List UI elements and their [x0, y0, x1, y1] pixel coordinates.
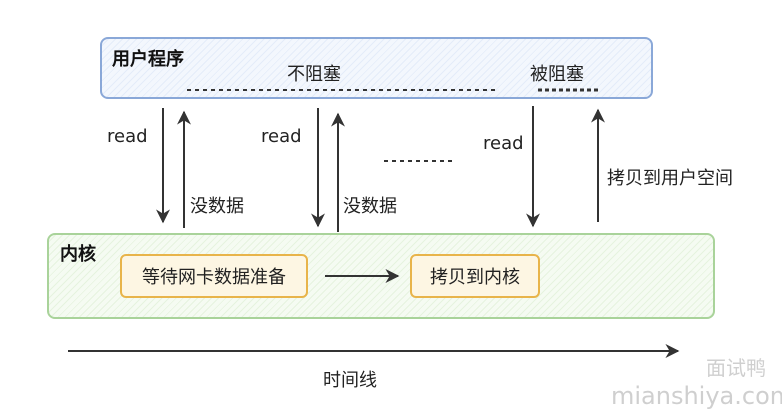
no-data-label-1: 没数据	[190, 196, 244, 217]
watermark-site: mianshiya.com	[611, 382, 782, 410]
kernel-title: 内核	[60, 244, 96, 265]
blocked-label: 被阻塞	[530, 64, 584, 85]
copy-to-user-label: 拷贝到用户空间	[607, 168, 733, 189]
copy-to-kernel-step: 拷贝到内核	[410, 254, 540, 298]
read-label-2: read	[261, 126, 302, 147]
non-blocking-label: 不阻塞	[287, 64, 341, 85]
timeline-label: 时间线	[323, 370, 377, 391]
read-label-3: read	[483, 133, 524, 154]
no-data-label-2: 没数据	[343, 196, 397, 217]
watermark-name: 面试鸭	[706, 356, 766, 380]
user-program-box	[100, 37, 653, 99]
user-program-title: 用户程序	[112, 49, 184, 70]
read-label-1: read	[107, 126, 148, 147]
wait-nic-data-step: 等待网卡数据准备	[120, 254, 308, 298]
